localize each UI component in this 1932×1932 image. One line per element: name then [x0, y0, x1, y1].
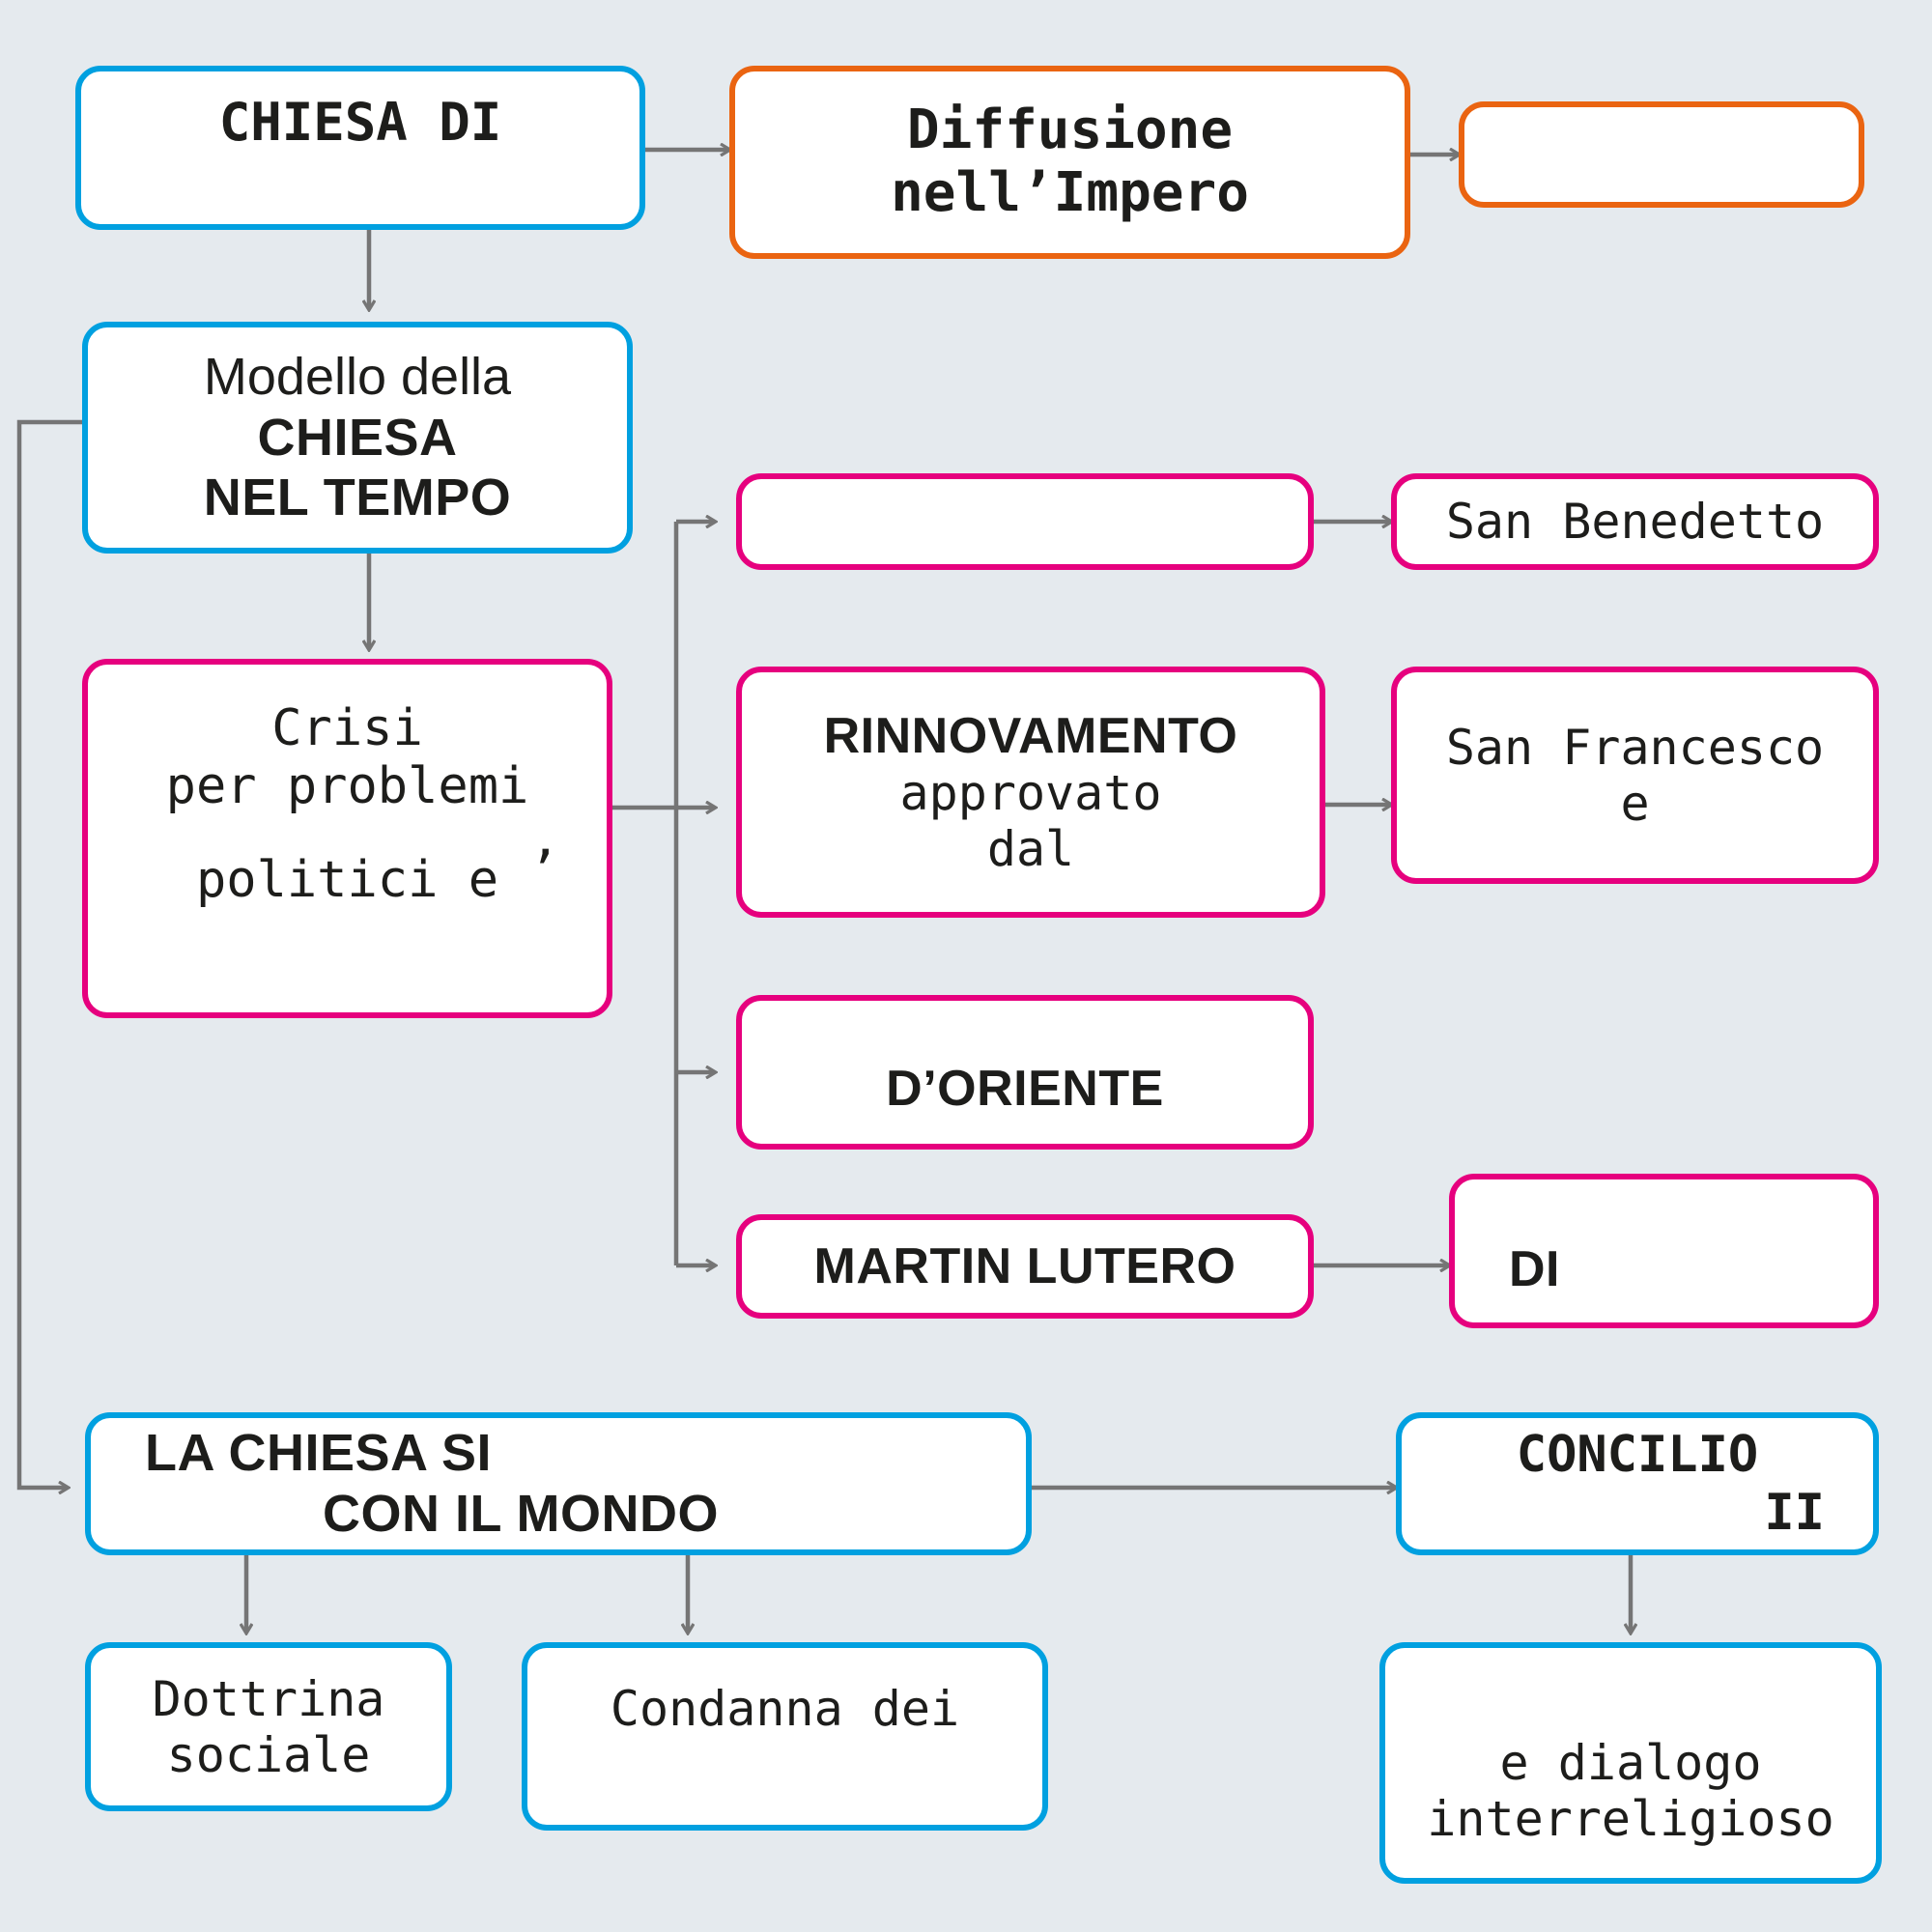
node-doriente[interactable]: D’ORIENTE — [736, 995, 1314, 1150]
node-dialogo[interactable]: e dialogo interreligioso — [1379, 1642, 1882, 1884]
node-modello-line3: NEL TEMPO — [203, 469, 512, 527]
node-dottrina-line2: sociale — [166, 1726, 371, 1783]
node-dottrina[interactable]: Dottrina sociale — [85, 1642, 452, 1811]
node-san-francesco-line1: San Francesco — [1445, 719, 1825, 776]
node-concilio[interactable]: CONCILIO II — [1396, 1412, 1879, 1555]
node-rinnovamento[interactable]: RINNOVAMENTO approvato dal — [736, 667, 1325, 918]
node-rinnovamento-line2: approvato — [899, 765, 1162, 822]
node-la-chiesa-si-line2: CON IL MONDO — [323, 1485, 719, 1543]
node-dialogo-line1: e dialogo — [1499, 1735, 1762, 1791]
node-pink-blank-text — [742, 494, 1308, 550]
node-condanna[interactable]: Condanna dei — [522, 1642, 1048, 1831]
node-modello[interactable]: Modello della CHIESA NEL TEMPO — [82, 322, 633, 554]
node-chiesa-di-line1: CHIESA DI — [218, 92, 502, 153]
node-crisi-line4: politici e — [195, 850, 499, 909]
node-diffusione-line1: Diffusione — [906, 99, 1234, 162]
node-doriente-text: D’ORIENTE — [886, 1060, 1164, 1117]
node-di-box-text: DI — [1509, 1240, 1560, 1297]
node-la-chiesa-si-line1: LA CHIESA SI — [145, 1424, 493, 1483]
node-rinnovamento-line3: dal — [986, 821, 1075, 878]
node-pink-blank[interactable] — [736, 473, 1314, 570]
node-san-benedetto-text: San Benedetto — [1445, 494, 1825, 550]
node-la-chiesa-si[interactable]: LA CHIESA SI CON IL MONDO — [85, 1412, 1032, 1555]
node-diffusione[interactable]: Diffusione nell’Impero — [729, 66, 1410, 259]
node-san-benedetto[interactable]: San Benedetto — [1391, 473, 1879, 570]
node-chiesa-di[interactable]: CHIESA DI — [75, 66, 645, 230]
node-condanna-line1: Condanna dei — [610, 1681, 960, 1737]
node-crisi-line3: , — [529, 810, 560, 868]
node-concilio-line2: II — [1764, 1484, 1825, 1542]
node-crisi-line2: per problemi — [165, 757, 529, 816]
node-modello-line2: CHIESA — [257, 408, 458, 467]
node-rinnovamento-line1: RINNOVAMENTO — [823, 707, 1238, 764]
node-di-box[interactable]: DI — [1449, 1174, 1879, 1328]
node-orange-blank-text — [1464, 127, 1859, 183]
node-diffusione-line2: nell’Impero — [891, 161, 1249, 224]
node-san-francesco-line2: e — [1620, 775, 1650, 832]
node-san-francesco[interactable]: San Francesco e — [1391, 667, 1879, 884]
node-crisi-line1: Crisi — [271, 699, 423, 757]
node-modello-line1: Modello della — [203, 348, 512, 407]
edge-modello-lachiesa — [16, 419, 85, 1488]
node-martin-lutero-text: MARTIN LUTERO — [813, 1237, 1236, 1294]
node-crisi[interactable]: Crisi per problemi , politici e — [82, 659, 612, 1018]
node-concilio-line1: CONCILIO — [1516, 1425, 1759, 1484]
node-dialogo-line2: interreligioso — [1427, 1791, 1834, 1847]
node-martin-lutero[interactable]: MARTIN LUTERO — [736, 1214, 1314, 1319]
node-orange-blank[interactable] — [1459, 101, 1864, 208]
node-dottrina-line1: Dottrina — [152, 1670, 385, 1727]
